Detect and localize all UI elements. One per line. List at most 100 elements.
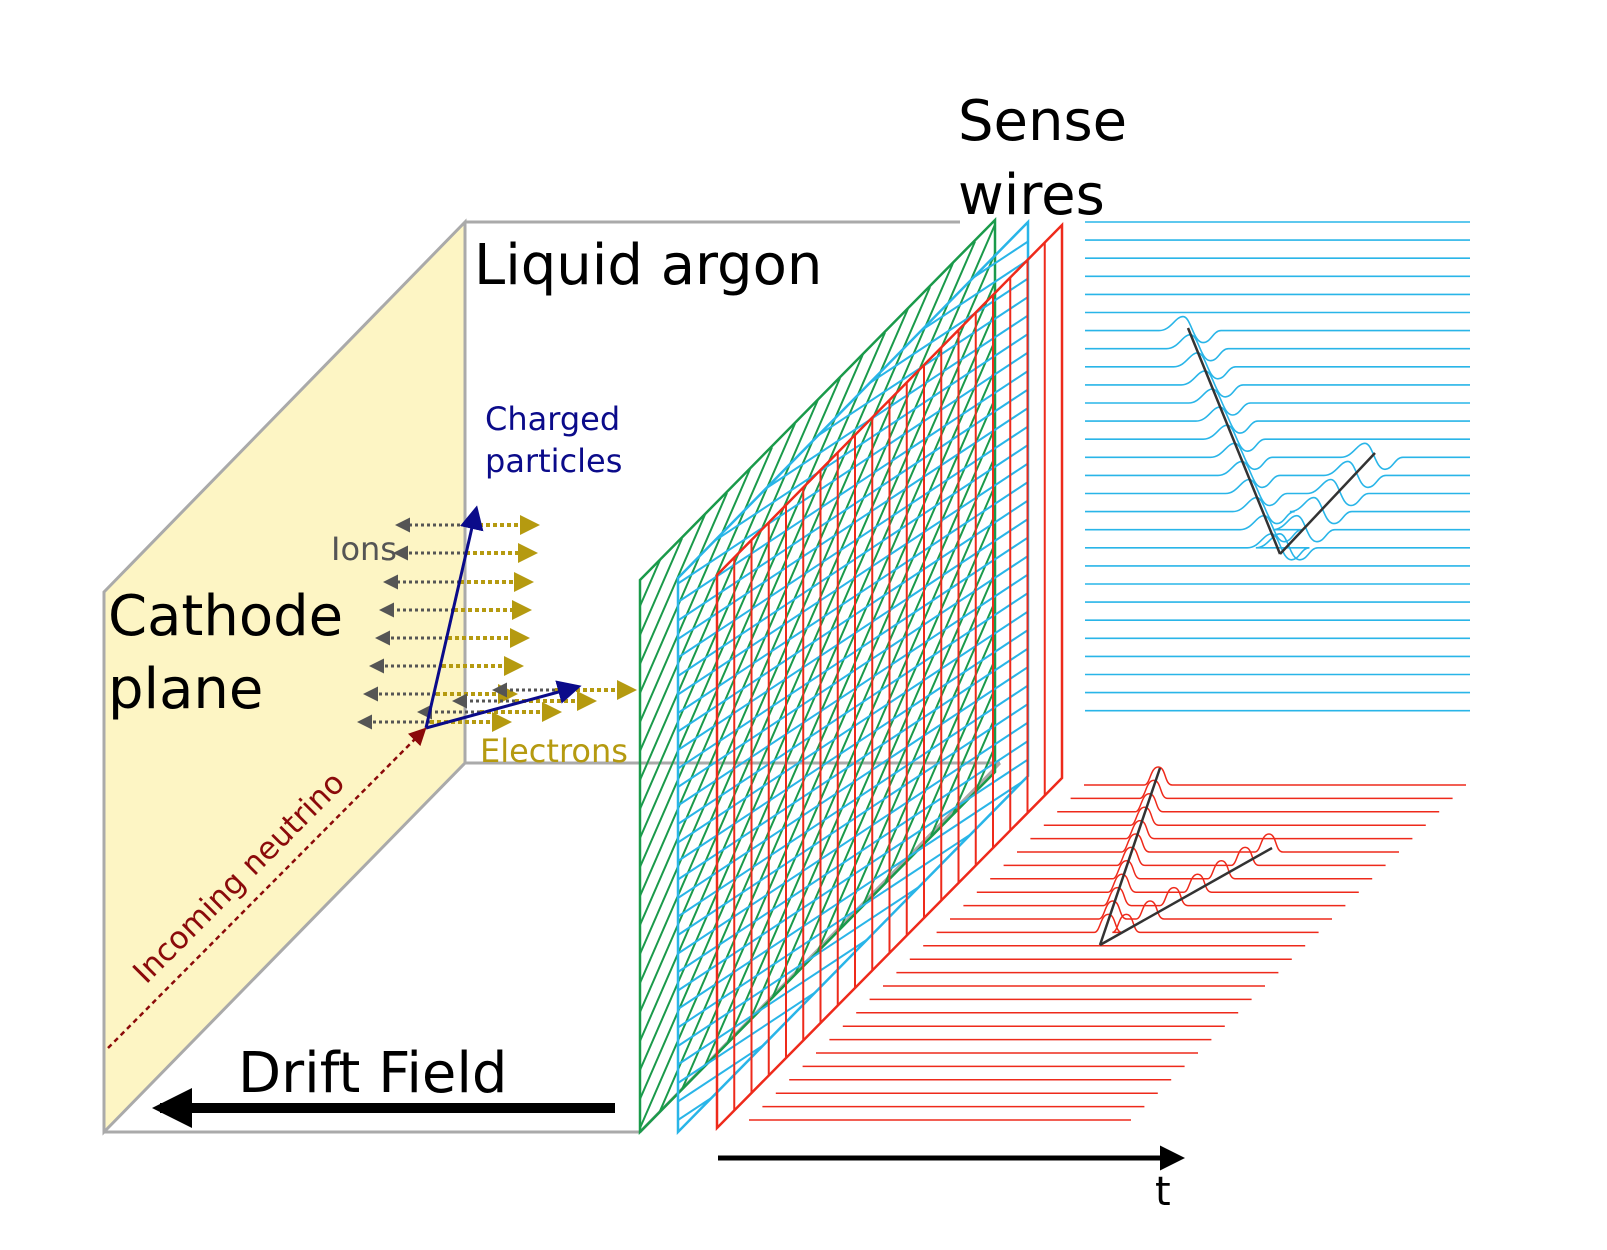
sense-wire	[704, 398, 996, 1066]
charged-particles-label-line2: particles	[485, 442, 622, 480]
charged-particles-label-line1: Charged	[485, 400, 620, 438]
sense-wire	[677, 425, 1029, 659]
sense-wire	[677, 536, 1029, 770]
sense-wire	[839, 572, 996, 930]
sense-wire	[677, 592, 1029, 825]
wire-signal	[1085, 388, 1470, 416]
sense-wire	[677, 833, 971, 1029]
sense-wire	[639, 308, 909, 926]
sense-wire	[677, 666, 1029, 899]
wire-signal	[1085, 514, 1470, 543]
liquid-argon-label: Liquid argon	[474, 233, 822, 298]
sense-wire	[639, 262, 954, 984]
sense-wire	[639, 224, 996, 1042]
sense-wire	[677, 938, 868, 1066]
red-wire-signals	[749, 766, 1466, 1121]
sense-wire	[727, 427, 996, 1042]
wire-signal	[1084, 766, 1466, 786]
sense-wire	[677, 758, 1029, 992]
sense-wire	[677, 703, 1029, 936]
sense-wire	[869, 277, 1029, 384]
sense-wire	[677, 462, 1029, 696]
wire-signal	[1085, 478, 1470, 507]
sense-wire	[677, 388, 1029, 622]
sense-wire	[639, 492, 728, 694]
sense-wire	[639, 447, 773, 752]
charged-particle-track-2	[425, 680, 582, 730]
induction-plane-green	[638, 216, 997, 1136]
sense-wires-label-line1: Sense	[958, 89, 1127, 154]
wire-signal	[1003, 846, 1386, 867]
sense-wire	[639, 468, 751, 723]
sense-wires-label-line2: wires	[958, 163, 1105, 228]
wire-signal	[1030, 819, 1413, 840]
electrons-label: Electrons	[480, 732, 628, 770]
wire-plane-frame	[676, 218, 1030, 1136]
red-track-b	[1099, 846, 1273, 947]
sense-wire	[794, 514, 996, 975]
wire-signal	[1085, 406, 1470, 434]
sense-wire	[677, 647, 1029, 881]
wire-signal	[1085, 333, 1470, 362]
sense-wire	[639, 282, 996, 1100]
sense-wire	[639, 559, 661, 607]
wire-signal	[1085, 315, 1470, 344]
sense-wire	[639, 311, 996, 1129]
blue-track-b	[1279, 452, 1376, 555]
wire-signal	[990, 860, 1373, 880]
blue-track-a	[1186, 327, 1282, 555]
sense-wire	[677, 444, 1029, 677]
wire-signal	[1070, 779, 1453, 800]
wire-signal	[1085, 424, 1470, 453]
drift-field-label: Drift Field	[238, 1041, 507, 1106]
sense-wire	[677, 555, 1029, 788]
sense-wire	[677, 1097, 712, 1121]
wire-signal	[1057, 793, 1440, 813]
sense-wire	[677, 781, 1023, 1010]
wire-signal	[950, 900, 1332, 920]
wire-plane-frame	[715, 221, 1064, 1132]
sense-wire	[973, 240, 1029, 278]
sense-wire	[1025, 222, 1029, 226]
charged-particle-track-1	[424, 505, 484, 729]
ions-label: Ions	[331, 530, 397, 568]
sense-wire	[677, 518, 1029, 751]
time-axis-label: t	[1155, 1169, 1171, 1215]
wire-signal	[1085, 442, 1470, 471]
wire-signal	[1085, 351, 1470, 380]
sense-wire	[639, 514, 706, 665]
sense-wire	[921, 259, 1029, 331]
sense-wire	[677, 610, 1029, 844]
sense-wire	[677, 407, 1029, 640]
sense-wire	[677, 740, 1029, 973]
wire-plane-frame	[638, 216, 997, 1136]
wire-signal	[976, 873, 1359, 893]
red-track-a	[1098, 767, 1162, 946]
sense-wire	[766, 314, 1029, 489]
sense-wire	[952, 717, 996, 815]
sense-wire	[677, 573, 1029, 807]
sense-wire	[677, 1044, 764, 1103]
sense-wire	[677, 481, 1029, 714]
wire-signal	[1085, 370, 1470, 398]
collection-plane-red	[715, 221, 1064, 1132]
sense-wire	[907, 659, 996, 860]
sense-wire	[677, 629, 1029, 862]
sense-wire	[639, 253, 996, 1071]
wire-signal	[1085, 460, 1470, 489]
sense-wire	[677, 370, 1029, 603]
wire-signal	[963, 886, 1346, 907]
wire-signal	[1043, 806, 1426, 826]
cathode-plane-label-line2: plane	[108, 657, 263, 722]
sense-wire	[639, 538, 683, 636]
sense-wire	[677, 351, 1029, 585]
sense-wire	[677, 991, 816, 1084]
incoming-neutrino-arrow	[107, 727, 427, 1049]
cathode-plane-label-line1: Cathode	[108, 584, 343, 649]
sense-wire	[677, 721, 1029, 955]
sense-wire	[639, 332, 886, 897]
blue-wire-signals	[1085, 221, 1470, 712]
sense-wire	[677, 499, 1029, 733]
sense-wire	[639, 377, 841, 839]
